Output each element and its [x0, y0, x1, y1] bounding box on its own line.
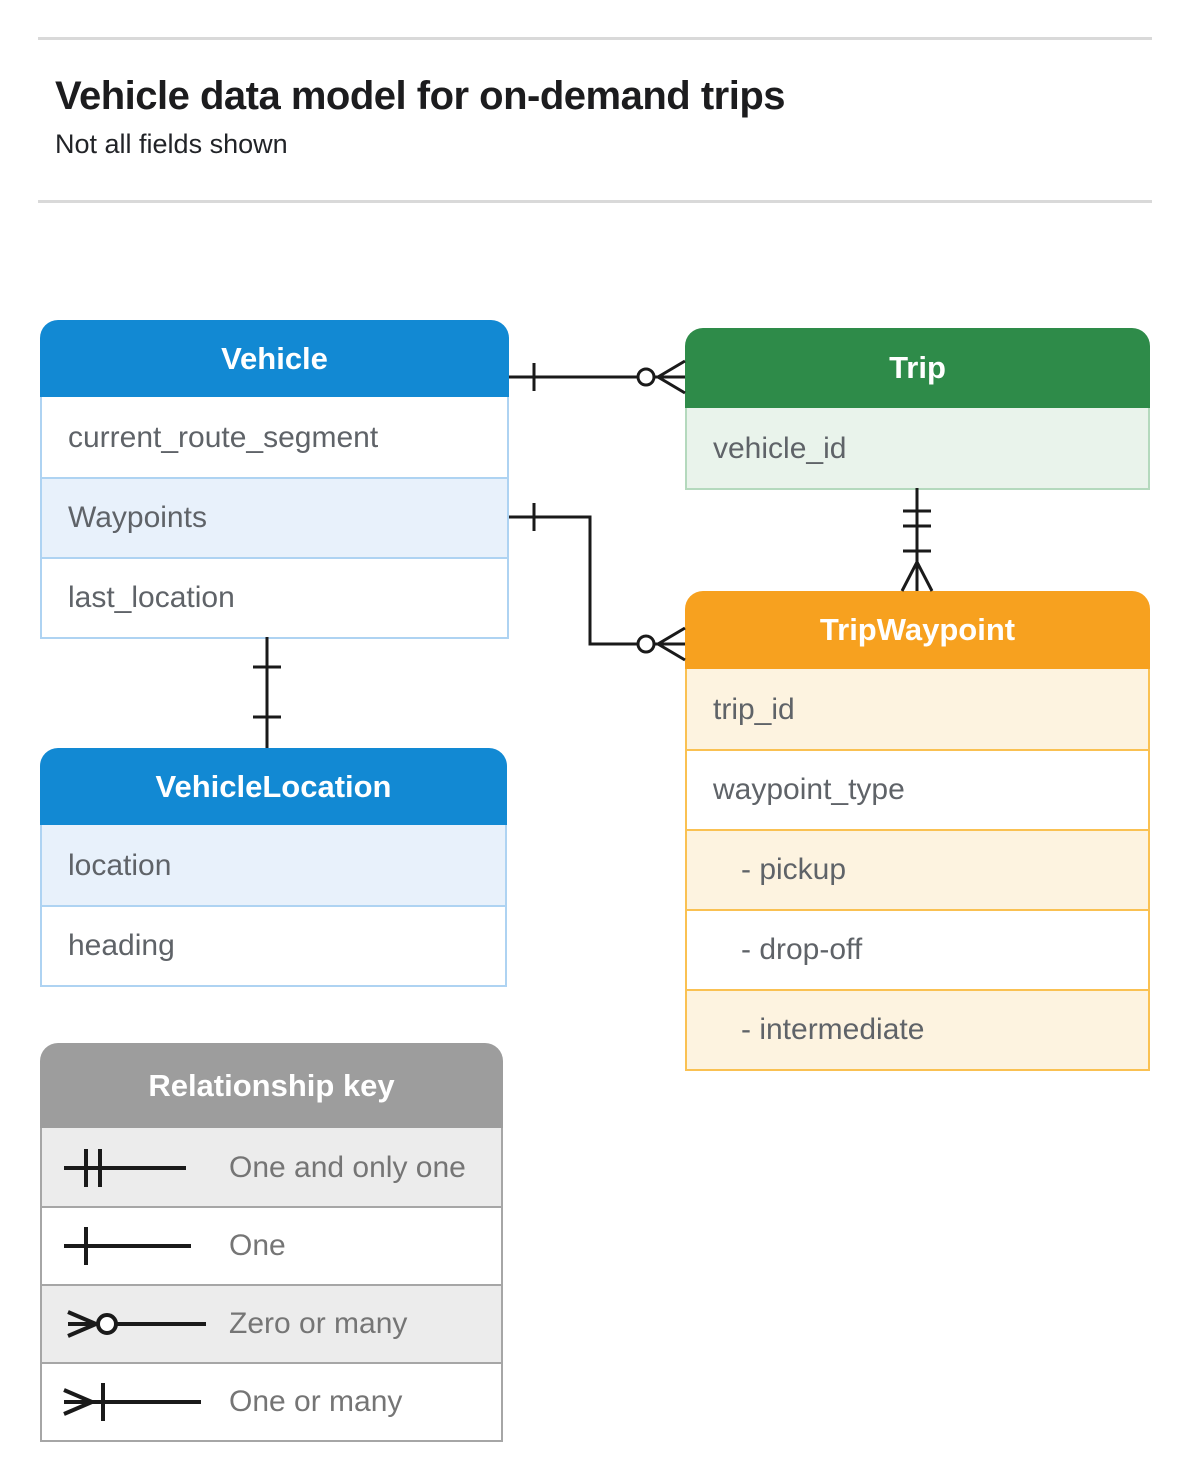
- field-waypoints: Waypoints: [42, 477, 507, 557]
- entity-vehicle-title: Vehicle: [40, 320, 509, 397]
- entity-vehicle-location-title: VehicleLocation: [40, 748, 507, 825]
- field-vehicle-id: vehicle_id: [687, 408, 1148, 488]
- legend-row-one-and-only-one: One and only one: [42, 1128, 501, 1206]
- legend-row-zero-or-many: Zero or many: [42, 1284, 501, 1362]
- relationship-key: Relationship key One and only one One: [40, 1043, 503, 1442]
- legend-label: Zero or many: [229, 1307, 408, 1340]
- connector-vehicle-vehiclelocation: [253, 637, 281, 748]
- one-or-many-icon: [63, 1383, 201, 1421]
- entity-vehicle: Vehicle current_route_segment Waypoints …: [40, 320, 509, 639]
- connector-vehicle-trip: [509, 359, 686, 395]
- entity-vehicle-location: VehicleLocation location heading: [40, 748, 507, 987]
- relationship-key-title: Relationship key: [40, 1043, 503, 1128]
- legend-row-one-or-many: One or many: [42, 1362, 501, 1440]
- crow-foot-icon: [655, 359, 686, 395]
- field-last-location: last_location: [42, 557, 507, 637]
- field-current-route-segment: current_route_segment: [68, 421, 379, 454]
- field-waypoint-dropoff: - drop-off: [687, 909, 1148, 989]
- entity-trip-waypoint-title: TripWaypoint: [685, 591, 1150, 669]
- page-subtitle: Not all fields shown: [55, 129, 288, 159]
- crow-foot-icon: [900, 558, 934, 592]
- legend-label: One: [229, 1229, 286, 1262]
- entity-trip-waypoint: TripWaypoint trip_id waypoint_type - pic…: [685, 591, 1150, 1071]
- field-waypoint-type: waypoint_type: [687, 749, 1148, 829]
- field-location: location: [42, 825, 505, 905]
- entity-trip-title: Trip: [685, 328, 1150, 408]
- connector-waypoints-tripwaypoint: [509, 503, 686, 662]
- divider-under-title: [38, 200, 1152, 203]
- page-title: Vehicle data model for on-demand trips: [55, 74, 786, 118]
- zero-circle-icon: [636, 634, 656, 654]
- legend-label: One or many: [229, 1385, 403, 1418]
- field-waypoint-pickup: - pickup: [687, 829, 1148, 909]
- legend-row-one: One: [42, 1206, 501, 1284]
- field-heading: heading: [42, 905, 505, 985]
- field-trip-id: trip_id: [687, 669, 1148, 749]
- one-icon: [64, 1227, 191, 1265]
- crow-foot-icon: [655, 626, 686, 662]
- divider-top: [38, 37, 1152, 40]
- legend-label: One and only one: [229, 1151, 466, 1184]
- one-and-only-one-icon: [64, 1149, 186, 1187]
- connector-trip-tripwaypoint: [900, 488, 934, 592]
- zero-circle-icon: [636, 367, 656, 387]
- field-waypoint-intermediate: - intermediate: [687, 989, 1148, 1069]
- zero-or-many-icon: [67, 1310, 206, 1338]
- entity-trip: Trip vehicle_id: [685, 328, 1150, 490]
